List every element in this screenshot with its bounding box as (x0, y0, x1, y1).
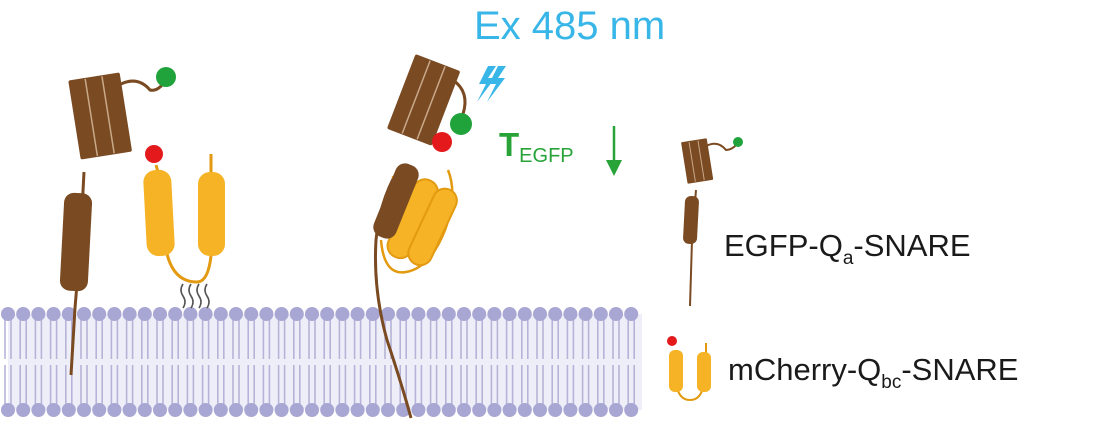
legend-egfp-text: EGFP-Q (724, 228, 843, 263)
mcherry-dot (432, 132, 452, 152)
egfp-dot (156, 67, 176, 87)
mcherry-dot (145, 145, 163, 163)
lipid-heads-bottom-leaflet (1, 403, 639, 417)
qa-snare-free (59, 67, 176, 376)
lipid-anchor (180, 283, 210, 309)
lifetime-symbol: T (499, 126, 520, 163)
qa-qbc-complex (373, 54, 622, 419)
legend-egfp-subscript: a (842, 248, 854, 269)
lipid-heads-top-leaflet (1, 307, 639, 321)
legend-egfp-qa-snare: EGFP-Qa-SNARE (724, 228, 971, 268)
mcherry-dot (667, 336, 677, 346)
legend-mcherry-suffix: -SNARE (901, 352, 1019, 387)
lightning-bolt-icon (477, 66, 506, 102)
legend-mcherry-subscript: bc (881, 372, 902, 393)
legend-egfp-suffix: -SNARE (853, 228, 971, 263)
lifetime-label: TEGFP (499, 126, 574, 166)
lipid-tails (4, 314, 642, 410)
lifetime-subscript: EGFP (519, 145, 574, 167)
legend-mcherry-qbc-snare: mCherry-Qbc-SNARE (728, 352, 1019, 392)
excitation-label: Ex 485 nm (474, 4, 666, 48)
egfp-dot (733, 137, 743, 147)
lipid-bilayer (1, 307, 642, 417)
egfp-dot (450, 113, 472, 135)
qbc-snare-free (143, 145, 225, 309)
legend-mcherry-text: mCherry-Q (728, 352, 882, 387)
legend-qbc-snare-icon (667, 336, 711, 402)
down-arrow-icon (606, 126, 622, 176)
legend-qa-snare-icon (681, 137, 743, 307)
